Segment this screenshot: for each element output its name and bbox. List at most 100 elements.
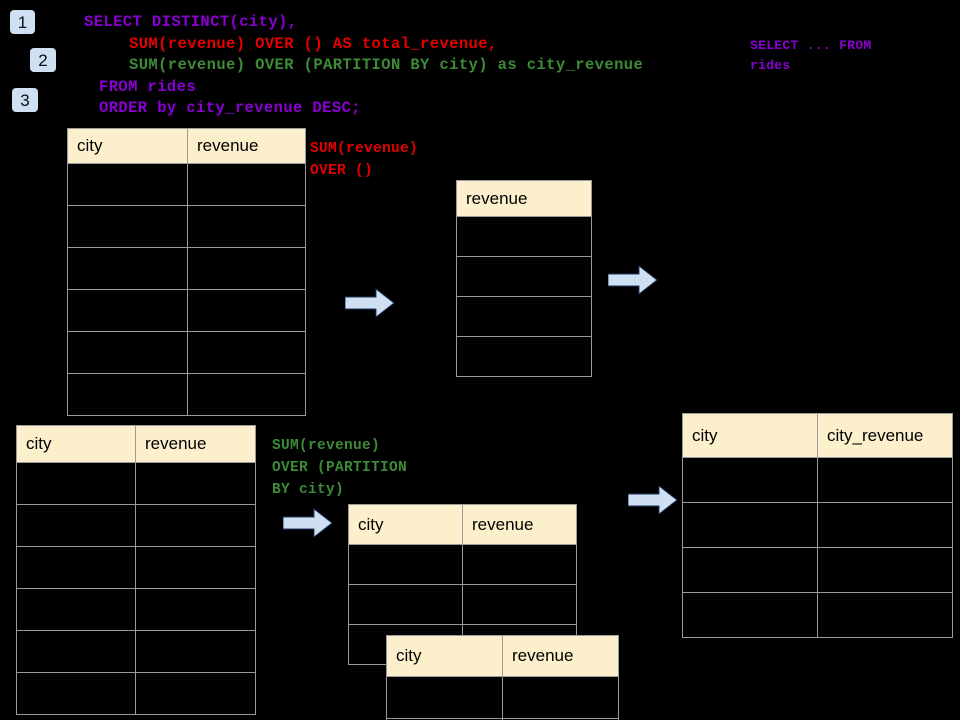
table-cell <box>348 544 463 585</box>
sql-line-1: SELECT DISTINCT(city), <box>84 13 298 31</box>
table-row <box>16 672 256 715</box>
table-row <box>682 592 953 638</box>
table-row <box>67 289 306 332</box>
table-cell <box>135 672 256 715</box>
table-cell <box>462 544 577 585</box>
table-row <box>67 247 306 290</box>
sql-query-block: SELECT DISTINCT(city), SUM(revenue) OVER … <box>84 12 643 120</box>
table-cell <box>67 205 188 248</box>
table-cell <box>682 592 818 638</box>
column-header-city: city <box>386 635 503 677</box>
table-cell <box>187 331 306 374</box>
arrow-rides-to-total-icon <box>344 288 395 318</box>
table-cell <box>67 373 188 416</box>
table-cell <box>456 296 592 337</box>
table-cell <box>386 676 503 719</box>
column-header-city: city <box>682 413 818 458</box>
table-cell <box>16 588 136 631</box>
sql-line-5: ORDER by city_revenue DESC; <box>99 99 361 117</box>
column-header-revenue: revenue <box>462 504 577 545</box>
arrow-rides-to-partition-icon <box>282 508 333 538</box>
column-header-revenue: revenue <box>502 635 619 677</box>
table-row <box>16 504 256 547</box>
sql-line-2: SUM(revenue) OVER () AS total_revenue, <box>129 34 498 53</box>
table-row <box>16 462 256 505</box>
table-cell <box>16 462 136 505</box>
table-cell <box>682 502 818 548</box>
step-badge-1: 1 <box>10 10 35 34</box>
column-header-city: city <box>67 128 188 164</box>
table-cell <box>16 630 136 673</box>
table-cell <box>187 205 306 248</box>
table-row <box>456 296 592 337</box>
table-cell <box>135 462 256 505</box>
table-row <box>456 216 592 257</box>
arrow-shape <box>607 265 658 295</box>
table-row <box>67 163 306 206</box>
table-row <box>16 630 256 673</box>
table-cell <box>456 336 592 377</box>
table-cell <box>187 373 306 416</box>
table-cell <box>67 163 188 206</box>
sql-line-3: SUM(revenue) OVER (PARTITION BY city) as… <box>129 56 644 74</box>
table-row <box>682 457 953 503</box>
table-cell <box>16 672 136 715</box>
table-cell <box>817 502 953 548</box>
table-row <box>682 502 953 548</box>
column-header-city_revenue: city_revenue <box>817 413 953 458</box>
table-row <box>348 544 577 585</box>
table-cell <box>348 584 463 625</box>
table-cell <box>135 588 256 631</box>
table-cell <box>135 546 256 589</box>
column-header-revenue: revenue <box>456 180 592 217</box>
table-cell <box>67 247 188 290</box>
table-cell <box>462 584 577 625</box>
column-header-revenue: revenue <box>135 425 256 463</box>
table-row <box>16 588 256 631</box>
table-cell <box>67 289 188 332</box>
table-cell <box>187 247 306 290</box>
table-row <box>67 331 306 374</box>
table-row <box>456 256 592 297</box>
table-cell <box>187 163 306 206</box>
table-row <box>386 676 619 719</box>
step-badge-2: 2 <box>30 48 56 72</box>
table-row <box>67 373 306 416</box>
table-cell <box>682 547 818 593</box>
table-cell <box>817 592 953 638</box>
table-cell <box>456 256 592 297</box>
callout-sum-over-empty: SUM(revenue) OVER () <box>310 141 419 179</box>
table-cell <box>817 547 953 593</box>
arrow-partition-to-result-icon <box>627 485 678 515</box>
table-cell <box>135 630 256 673</box>
arrow-shape <box>282 508 333 538</box>
arrow-shape <box>627 485 678 515</box>
arrow-shape <box>344 288 395 318</box>
table-row <box>386 718 619 720</box>
column-header-city: city <box>16 425 136 463</box>
table-cell <box>135 504 256 547</box>
table-cell <box>817 457 953 503</box>
table-cell <box>502 718 619 720</box>
column-header-city: city <box>348 504 463 545</box>
table-cell <box>682 457 818 503</box>
step-badge-3: 3 <box>12 88 38 112</box>
table-cell <box>16 546 136 589</box>
table-total-revenue-table: revenue <box>456 180 592 377</box>
table-cell <box>502 676 619 719</box>
table-cell <box>67 331 188 374</box>
table-row <box>16 546 256 589</box>
table-header-row: revenue <box>456 180 592 217</box>
column-header-revenue: revenue <box>187 128 306 164</box>
table-row <box>456 336 592 377</box>
table-row <box>682 547 953 593</box>
